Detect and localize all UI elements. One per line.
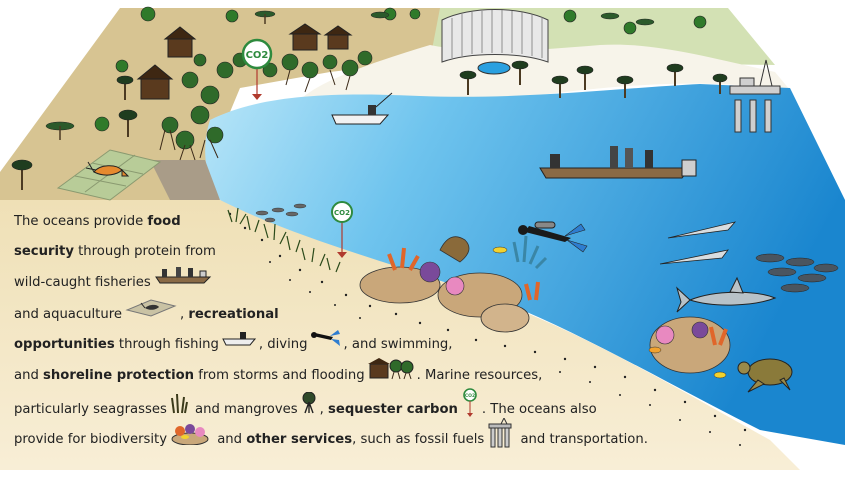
coral-reef-deep xyxy=(648,316,731,379)
fishing-boat-icon xyxy=(154,267,212,297)
scuba-diver xyxy=(518,221,588,253)
coral-reef-icon xyxy=(170,421,210,457)
caption-text: provide for biodiversity xyxy=(14,432,168,448)
caption-line: The oceans provide food xyxy=(14,207,654,237)
caption-bold-text: opportunities xyxy=(14,336,115,352)
seafloor-sand xyxy=(0,200,800,470)
caption-text: , and swimming, xyxy=(343,336,453,352)
seagrass-icon xyxy=(170,392,188,426)
co2-label: CO2 xyxy=(246,50,269,61)
seagrass-beds xyxy=(227,207,341,273)
caption-text: , diving xyxy=(258,336,308,352)
caption-text: and transportation. xyxy=(516,432,648,448)
caption-line: and aquaculture, recreational xyxy=(14,298,654,328)
school-of-fish-small xyxy=(255,203,307,223)
caption-text: , such as fossil fuels xyxy=(352,432,485,448)
co2-label: CO2 xyxy=(334,209,350,217)
caption-text: and xyxy=(213,432,247,448)
sea-turtle xyxy=(737,358,793,393)
oil-rig xyxy=(729,59,781,133)
shrimp-icon xyxy=(85,161,130,177)
acacia-trees xyxy=(45,10,655,140)
mangrove-shore-icon xyxy=(367,357,414,392)
motorboat-icon xyxy=(222,329,256,359)
caption-text: . The oceans also xyxy=(481,402,597,418)
beach-strip xyxy=(300,44,790,100)
diver-icon xyxy=(310,328,341,360)
seafloor-edge-dots xyxy=(228,212,747,446)
svg-text:CO2: CO2 xyxy=(465,393,475,399)
swimming-pool xyxy=(477,61,511,75)
caption-text: from storms and flooding xyxy=(194,368,365,384)
caption-text: through protein from xyxy=(73,244,216,260)
caption-text: The oceans provide xyxy=(14,214,148,229)
caption-text: wild-caught fisheries xyxy=(14,275,151,291)
mangrove-trees xyxy=(161,50,373,150)
caption-text: . Marine resources, xyxy=(416,368,543,384)
co2-marker-sea: CO2 xyxy=(331,201,353,258)
caption-text: through fishing xyxy=(114,336,219,352)
caption-line: wild-caught fisheries xyxy=(14,267,654,297)
palm-trees xyxy=(11,60,728,190)
caption-bold-text: recreational xyxy=(188,306,279,322)
shark xyxy=(676,276,777,313)
caption-text: and xyxy=(14,368,44,384)
mudflat xyxy=(150,160,220,200)
mangrove-icon xyxy=(301,391,317,426)
mangrove-roots xyxy=(159,69,351,161)
hotel-building xyxy=(441,9,549,63)
motorboat xyxy=(331,92,393,125)
school-of-tuna xyxy=(755,253,839,293)
needlefish xyxy=(659,221,737,265)
caption-line: opportunities through fishing , diving , a… xyxy=(14,328,654,358)
caption-text: and mangroves xyxy=(190,402,298,418)
caption-bold-text: sequester carbon xyxy=(328,402,458,418)
caption-bold-text: food xyxy=(147,214,181,229)
caption-bold-text: security xyxy=(14,244,74,260)
caption-line: security through protein from xyxy=(14,237,654,267)
co2-pin-icon: CO2 xyxy=(461,388,479,430)
aquaculture-pond-icon xyxy=(125,298,177,330)
caption-line: particularly seagrasses and mangroves, s… xyxy=(14,388,654,418)
caption-text: and aquaculture xyxy=(14,306,122,322)
caption-bold-text: shoreline protection xyxy=(43,368,195,384)
oil-rig-icon xyxy=(487,417,513,460)
caption-text: , xyxy=(319,402,329,418)
fishing-canoe xyxy=(539,146,697,179)
village-huts xyxy=(136,23,353,100)
coral-reef xyxy=(359,235,548,333)
caption-bold-text: other services xyxy=(246,432,353,448)
caption-text: particularly seagrasses xyxy=(14,402,167,418)
caption-text: , xyxy=(179,306,189,322)
caption-line: provide for biodiversity and other servi… xyxy=(14,417,654,448)
co2-marker-land: CO2 xyxy=(241,38,273,100)
caption-line: and shoreline protection from storms and… xyxy=(14,357,654,388)
